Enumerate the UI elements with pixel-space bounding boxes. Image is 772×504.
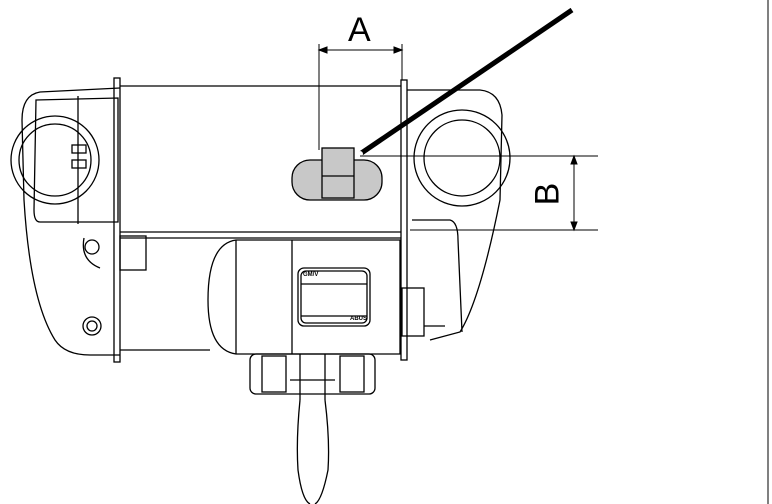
nameplate	[297, 267, 371, 327]
left-end-housing	[10, 87, 121, 356]
hook-block	[249, 353, 376, 504]
motor	[207, 239, 401, 355]
right-end-housing	[401, 89, 511, 341]
dimension-a-label: A	[348, 11, 371, 49]
nameplate-brand: ABUS	[350, 316, 368, 322]
bolt-icon	[84, 239, 100, 255]
bolt-icon	[82, 316, 102, 336]
dimension-b	[360, 154, 598, 232]
rope-pointer	[358, 7, 574, 157]
main-frame	[113, 77, 408, 363]
trolley-block	[291, 147, 383, 201]
dimension-a	[317, 44, 404, 150]
dimension-b-label: B	[528, 182, 567, 206]
nameplate-model: GM/V	[303, 272, 319, 278]
